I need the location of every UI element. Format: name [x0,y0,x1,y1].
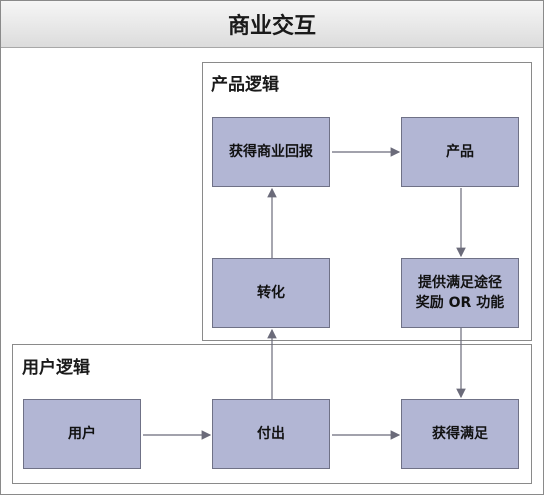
product-logic-group [202,62,532,341]
node-product: 产品 [401,117,519,187]
node-pay: 付出 [212,399,330,469]
diagram-title: 商业交互 [1,1,543,48]
node-offer-means: 提供满足途径 奖励 OR 功能 [401,258,519,328]
product-logic-label: 产品逻辑 [211,75,279,95]
user-logic-label: 用户逻辑 [22,358,90,378]
node-user: 用户 [23,399,141,469]
node-conversion: 转化 [212,258,330,328]
node-commercial-reward: 获得商业回报 [212,117,330,187]
node-satisfaction: 获得满足 [401,399,519,469]
